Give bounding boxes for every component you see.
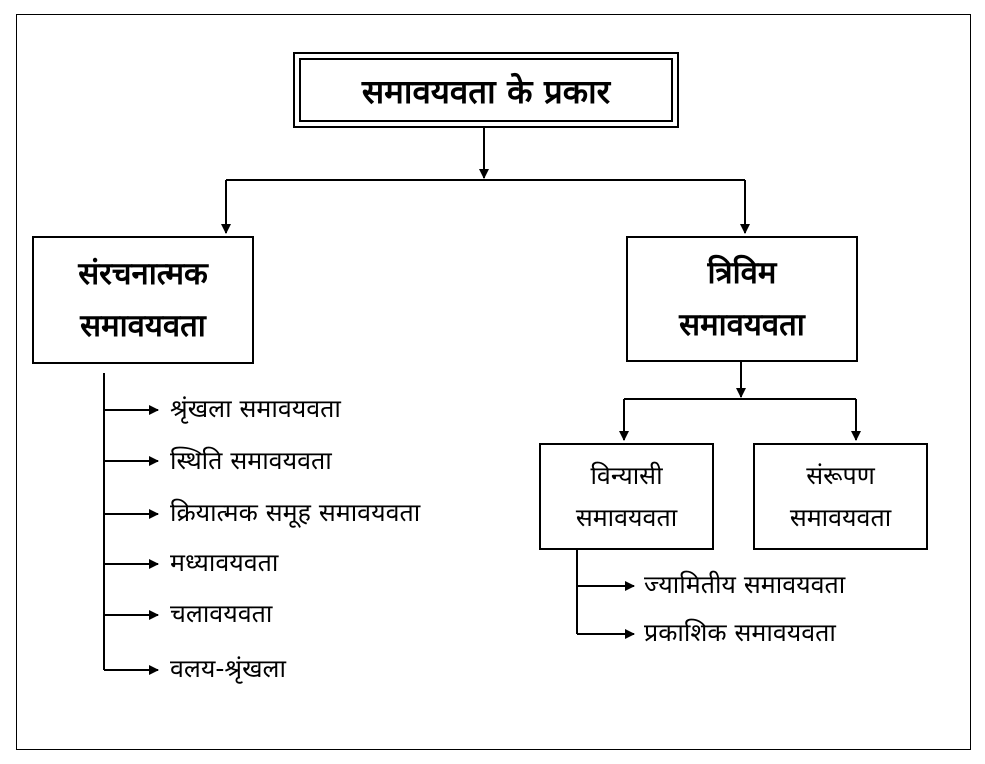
structural-label-line2: समावयवता bbox=[80, 308, 206, 344]
configurational-label-line2: समावयवता bbox=[575, 502, 678, 532]
structural-box: संरचनात्मक समावयवता bbox=[32, 236, 254, 364]
structural-label-line1: संरचनात्मक bbox=[78, 256, 208, 292]
structural-item-metamerism: मध्यावयवता bbox=[170, 548, 279, 577]
conformational-label-line1: संरूपण bbox=[806, 460, 875, 490]
structural-item-position: स्थिति समावयवता bbox=[170, 446, 332, 475]
conformational-label-line2: समावयवता bbox=[789, 502, 892, 532]
configurational-box: विन्यासी समावयवता bbox=[539, 443, 714, 550]
configurational-label-line1: विन्यासी bbox=[590, 460, 663, 490]
page-title: समावयवता के प्रकार bbox=[361, 71, 611, 111]
stereo-box: त्रिविम समावयवता bbox=[626, 236, 858, 362]
title-inner-border: समावयवता के प्रकार bbox=[299, 58, 673, 122]
structural-item-tautomerism: चलावयवता bbox=[170, 599, 273, 628]
conformational-box: संरूपण समावयवता bbox=[753, 443, 928, 550]
diagram-frame bbox=[16, 14, 971, 750]
structural-item-functional-group: क्रियात्मक समूह समावयवता bbox=[170, 498, 421, 527]
stereo-label-line2: समावयवता bbox=[679, 307, 805, 343]
structural-item-chain: श्रृंखला समावयवता bbox=[170, 394, 341, 423]
configurational-item-optical: प्रकाशिक समावयवता bbox=[644, 618, 836, 647]
stereo-label-line1: त्रिविम bbox=[707, 255, 777, 291]
structural-item-ring-chain: वलय-श्रृंखला bbox=[170, 654, 286, 683]
title-box: समावयवता के प्रकार bbox=[293, 52, 679, 128]
configurational-item-geometric: ज्यामितीय समावयवता bbox=[644, 570, 846, 599]
